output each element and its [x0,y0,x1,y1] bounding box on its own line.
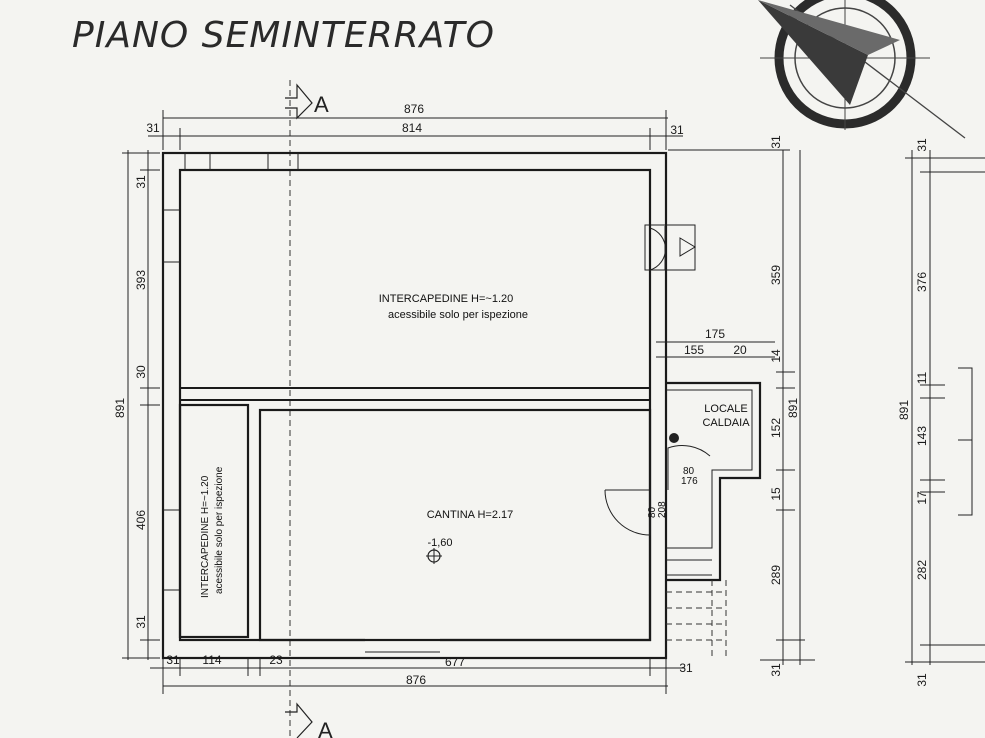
cantina-level: -1,60 [427,537,452,549]
dim-top-right-wall: 31 [670,123,684,137]
dim-left-total: 891 [113,398,127,418]
interior-walls [178,224,762,642]
dim-bottom-total: 876 [406,673,426,687]
cantina-door-height: 208 [657,501,668,518]
dim-top-left-wall: 31 [146,121,160,135]
section-label-bottom: A [318,718,333,738]
dimension-labels: 876 814 31 31 31 114 23 677 31 876 891 3… [113,102,929,687]
dim-bottom-114: 114 [202,653,221,667]
dim-bottom-23: 23 [269,653,283,667]
cantina-label: CANTINA H=2.17 [427,509,514,521]
dim-far-891: 891 [897,400,911,420]
dim-right-31-bottom: 31 [769,663,783,677]
dim-far-376: 376 [915,272,929,292]
level-marker-icon [426,548,442,564]
caldaia-door-height: 176 [681,476,698,487]
dim-far-143: 143 [915,426,929,446]
caldaia-label-1: LOCALE [704,403,747,415]
dim-left-31-top: 31 [134,175,148,189]
boiler-icon [669,433,679,443]
intercapedine-left-title: INTERCAPEDINE H=~1.20 [200,475,211,598]
cantina-door: 80 208 [604,489,668,536]
compass-icon [758,0,966,139]
dim-right-14: 14 [769,349,783,363]
dimension-lines [122,110,985,694]
caldaia-door-width: 80 [683,466,695,477]
section-mark-bottom: A [285,702,333,738]
dim-far-282: 282 [915,560,929,580]
dim-top-inner: 814 [402,121,422,135]
dim-bottom-left-wall: 31 [166,653,180,667]
caldaia-door: 80 176 [667,445,711,490]
dim-left-30: 30 [134,365,148,379]
dim-bottom-677: 677 [445,655,465,669]
dim-left-31-bottom: 31 [134,615,148,629]
dim-left-406: 406 [134,510,148,530]
dim-right-289: 289 [769,565,783,585]
caldaia-label-2: CALDAIA [702,417,750,429]
section-mark-top: A [285,80,329,738]
intercapedine-top-note: acessibile solo per ispezione [388,309,528,321]
dim-far-17: 17 [915,491,929,505]
dim-right-20: 20 [733,343,747,357]
dim-right-155: 155 [684,343,704,357]
dim-bottom-right-wall: 31 [679,661,693,675]
dim-right-15: 15 [769,487,783,501]
plan-title: PIANO SEMINTERRATO [72,15,495,56]
cantina-door-width: 80 [647,506,658,518]
dim-right-152: 152 [769,418,783,438]
exterior-stairs [666,559,727,660]
intercapedine-left-note: acessibile solo per ispezione [214,466,225,594]
intercapedine-top-title: INTERCAPEDINE H=~1.20 [379,293,514,305]
dim-far-31-bottom: 31 [915,673,929,687]
dim-top-total: 876 [404,102,424,116]
dim-right-31-top: 31 [769,135,783,149]
section-label-top: A [314,92,329,117]
dim-right-359: 359 [769,265,783,285]
dim-far-31-top: 31 [915,138,929,152]
dim-right-175: 175 [705,327,725,341]
dim-left-393: 393 [134,270,148,290]
dim-right-891: 891 [786,398,800,418]
dim-far-11: 11 [915,371,929,384]
